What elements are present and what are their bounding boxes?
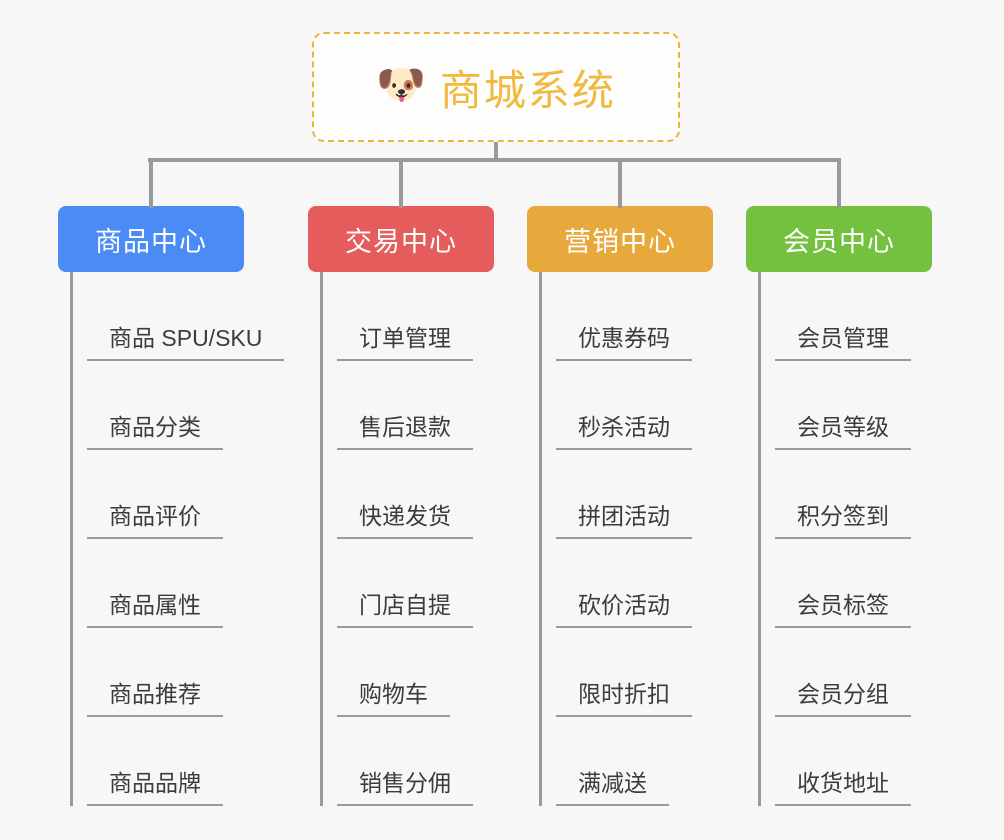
branch-header-label: 营销中心 (564, 226, 676, 257)
leaf-item-label: 积分签到 (775, 503, 911, 539)
branch-header-3[interactable]: 营销中心 (527, 206, 713, 272)
root-node[interactable]: 🐶 商城系统 (312, 32, 680, 142)
leaf-item-label: 购物车 (337, 681, 450, 717)
leaf-item-label: 商品 SPU/SKU (87, 325, 285, 361)
connector-drop-3 (618, 158, 622, 208)
leaf-item-label: 商品分类 (87, 414, 223, 450)
leaf-item-label: 满减送 (556, 770, 669, 806)
leaf-item-label: 限时折扣 (556, 681, 692, 717)
branch-header-label: 商品中心 (95, 226, 207, 257)
leaf-item[interactable]: 砍价活动 (556, 539, 713, 628)
branch-leaf-list-2: 订单管理售后退款快递发货门店自提购物车销售分佣 (320, 272, 494, 806)
leaf-item-label: 商品评价 (87, 503, 223, 539)
leaf-item[interactable]: 门店自提 (337, 539, 494, 628)
leaf-item[interactable]: 会员等级 (775, 361, 932, 450)
connector-drop-1 (149, 158, 153, 208)
leaf-item-label: 收货地址 (775, 770, 911, 806)
leaf-item[interactable]: 收货地址 (775, 717, 932, 806)
branch-leaf-list-1: 商品 SPU/SKU 商品分类商品评价商品属性商品推荐商品品牌 (70, 272, 285, 806)
leaf-item-label: 拼团活动 (556, 503, 692, 539)
leaf-item[interactable]: 商品推荐 (87, 628, 244, 717)
connector-drop-4 (837, 158, 841, 208)
connector-stem (494, 142, 498, 161)
leaf-item[interactable]: 积分签到 (775, 450, 932, 539)
leaf-item[interactable]: 商品评价 (87, 450, 244, 539)
branch-column-3: 营销中心优惠券码秒杀活动拼团活动砍价活动限时折扣满减送 (527, 206, 713, 806)
leaf-item[interactable]: 商品属性 (87, 539, 244, 628)
leaf-item-label: 优惠券码 (556, 325, 692, 361)
leaf-item[interactable]: 商品 SPU/SKU (87, 272, 285, 361)
branch-column-2: 交易中心订单管理售后退款快递发货门店自提购物车销售分佣 (308, 206, 494, 806)
leaf-item-label: 会员等级 (775, 414, 911, 450)
branch-header-2[interactable]: 交易中心 (308, 206, 494, 272)
leaf-item[interactable]: 快递发货 (337, 450, 494, 539)
leaf-item-label: 会员分组 (775, 681, 911, 717)
leaf-item-label: 销售分佣 (337, 770, 473, 806)
leaf-item-label: 商品推荐 (87, 681, 223, 717)
branch-header-1[interactable]: 商品中心 (58, 206, 244, 272)
leaf-item-label: 门店自提 (337, 592, 473, 628)
leaf-item[interactable]: 销售分佣 (337, 717, 494, 806)
leaf-item[interactable]: 会员标签 (775, 539, 932, 628)
leaf-item[interactable]: 订单管理 (337, 272, 494, 361)
branch-header-label: 会员中心 (783, 226, 895, 257)
dog-face-icon: 🐶 (376, 63, 426, 107)
leaf-item-label: 售后退款 (337, 414, 473, 450)
leaf-item-label: 砍价活动 (556, 592, 692, 628)
branch-header-label: 交易中心 (345, 226, 457, 257)
leaf-item-label: 会员管理 (775, 325, 911, 361)
connector-bus (148, 158, 840, 162)
root-title: 商城系统 (439, 66, 616, 114)
leaf-item-label: 订单管理 (337, 325, 473, 361)
leaf-item[interactable]: 满减送 (556, 717, 713, 806)
leaf-item[interactable]: 秒杀活动 (556, 361, 713, 450)
leaf-item-label: 会员标签 (775, 592, 911, 628)
leaf-item[interactable]: 优惠券码 (556, 272, 713, 361)
leaf-item[interactable]: 拼团活动 (556, 450, 713, 539)
branch-column-1: 商品中心商品 SPU/SKU 商品分类商品评价商品属性商品推荐商品品牌 (58, 206, 285, 806)
leaf-item[interactable]: 限时折扣 (556, 628, 713, 717)
leaf-item[interactable]: 会员管理 (775, 272, 932, 361)
leaf-item[interactable]: 商品品牌 (87, 717, 244, 806)
leaf-item[interactable]: 售后退款 (337, 361, 494, 450)
leaf-item-label: 秒杀活动 (556, 414, 692, 450)
leaf-item[interactable]: 商品分类 (87, 361, 244, 450)
branch-leaf-list-4: 会员管理会员等级积分签到会员标签会员分组收货地址 (758, 272, 932, 806)
branch-column-4: 会员中心会员管理会员等级积分签到会员标签会员分组收货地址 (746, 206, 932, 806)
branch-header-4[interactable]: 会员中心 (746, 206, 932, 272)
connector-drop-2 (399, 158, 403, 208)
leaf-item[interactable]: 购物车 (337, 628, 494, 717)
leaf-item-label: 商品属性 (87, 592, 223, 628)
leaf-item-label: 快递发货 (337, 503, 473, 539)
branch-leaf-list-3: 优惠券码秒杀活动拼团活动砍价活动限时折扣满减送 (539, 272, 713, 806)
leaf-item[interactable]: 会员分组 (775, 628, 932, 717)
leaf-item-label: 商品品牌 (87, 770, 223, 806)
